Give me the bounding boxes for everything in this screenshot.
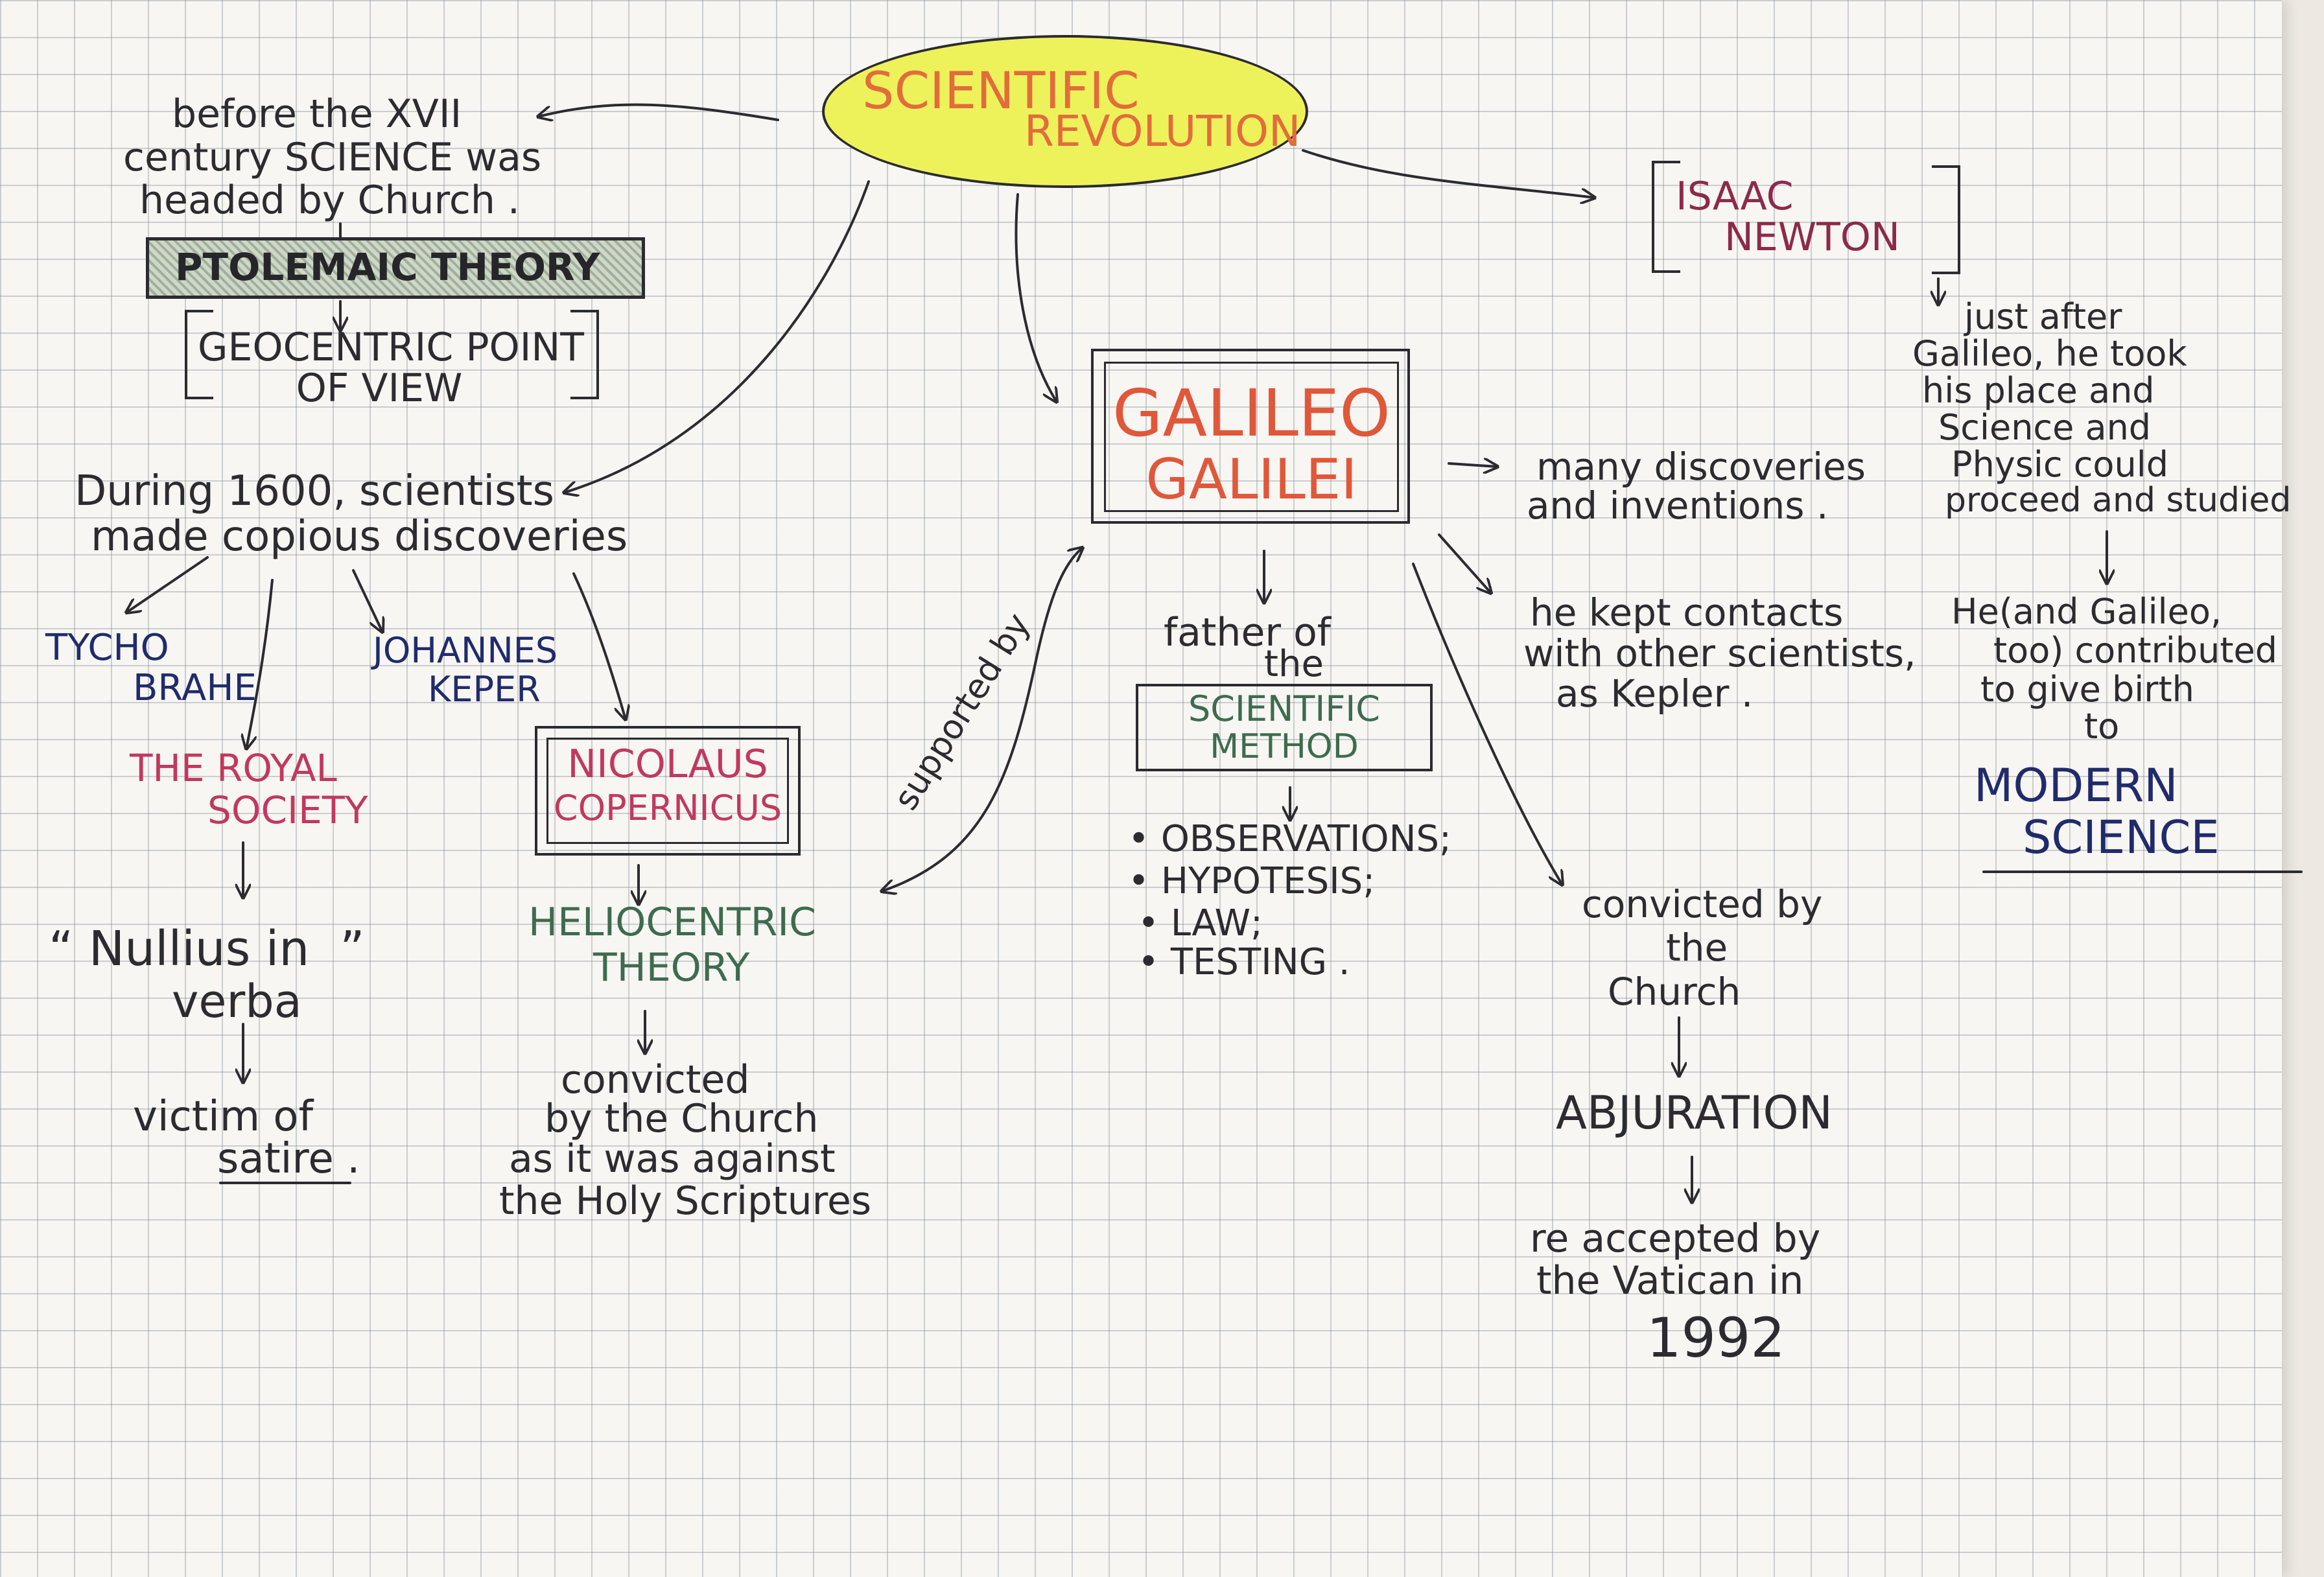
- kepler-line-1: JOHANNES: [373, 630, 558, 671]
- newton-text-line-2: Galileo, he took: [1912, 333, 2187, 374]
- title-line-1: SCIENTIFIC: [862, 62, 1140, 121]
- convicted-gal-line-1: convicted by: [1582, 882, 1823, 926]
- newton-text-line-3: his place and: [1922, 370, 2155, 411]
- copernicus-box-inner: [546, 738, 789, 844]
- modern-line-1: MODERN: [1974, 759, 2178, 812]
- contribution-line-1: He(and Galileo,: [1951, 591, 2222, 632]
- convicted-gal-line-3: Church: [1608, 970, 1741, 1014]
- kepler-line-2: KEPER: [428, 669, 541, 710]
- galileo-box-outer: [1091, 349, 1410, 524]
- title-bubble: [822, 35, 1308, 188]
- heliocentric-line-1: HELIOCENTRIC: [528, 900, 816, 945]
- newton-bracket-left: [1652, 161, 1680, 273]
- method-step-2: • HYPOTESIS;: [1128, 860, 1376, 902]
- newton-text-line-5: Physic could: [1951, 444, 2168, 485]
- convicted-cop-line-4: the Holy Scriptures: [499, 1178, 872, 1224]
- during-line-1: During 1600, scientists: [75, 467, 554, 515]
- geocentric-line-1: GEOCENTRIC POINT: [198, 325, 584, 370]
- contribution-line-4: to: [2084, 706, 2120, 747]
- convicted-cop-line-2: by the Church: [545, 1096, 819, 1141]
- newton-line-2: NEWTON: [1724, 215, 1900, 260]
- father-line-1: father of: [1164, 610, 1331, 655]
- copernicus-line-1: NICOLAUS: [567, 742, 768, 787]
- discoveries-line-2: and inventions .: [1527, 484, 1829, 528]
- contribution-line-3: to give birth: [1980, 669, 2194, 710]
- newton-text-line-4: Science and: [1938, 407, 2152, 448]
- reaccepted-year: 1992: [1647, 1306, 1785, 1370]
- convicted-cop-line-3: as it was against: [509, 1136, 836, 1182]
- geocentric-bracket-left: [185, 310, 213, 399]
- method-step-1-text: OBSERVATIONS;: [1160, 818, 1451, 860]
- galileo-line-2: GALILEI: [1145, 447, 1357, 512]
- reaccepted-line-2: the Vatican in: [1536, 1258, 1804, 1303]
- reaccepted-line-1: re accepted by: [1530, 1216, 1821, 1261]
- before-line-1: before the XVII: [172, 91, 462, 137]
- copernicus-line-2: COPERNICUS: [553, 788, 782, 828]
- geocentric-bracket-right: [570, 310, 599, 399]
- contacts-line-2: with other scientists,: [1523, 631, 1916, 675]
- method-step-3-text: LAW;: [1170, 902, 1263, 944]
- method-line-1: SCIENTIFIC: [1188, 688, 1381, 729]
- contacts-line-1: he kept contacts: [1530, 590, 1844, 635]
- during-line-2: made copious discoveries: [91, 513, 628, 561]
- discoveries-line-1: many discoveries: [1536, 445, 1866, 489]
- newton-text-line-1: just after: [1964, 296, 2122, 337]
- method-step-4-text: TESTING .: [1170, 941, 1350, 983]
- title-line-2: REVOLUTION: [1024, 106, 1301, 156]
- method-line-2: METHOD: [1210, 727, 1359, 766]
- victim-line-1: victim of: [133, 1093, 314, 1141]
- royal-society-line-2: SOCIETY: [207, 788, 368, 832]
- father-line-2: the: [1264, 643, 1324, 685]
- copernicus-box-outer: [535, 726, 801, 856]
- newton-line-1: ISAAC: [1676, 174, 1794, 219]
- galileo-line-1: GALILEO: [1112, 375, 1391, 451]
- tycho-line-2: BRAHE: [133, 667, 257, 709]
- galileo-box-inner: [1104, 362, 1399, 512]
- convicted-gal-line-2: the: [1666, 926, 1728, 970]
- method-box: [1136, 684, 1433, 771]
- abjuration-label: ABJURATION: [1556, 1086, 1833, 1139]
- method-step-3: • LAW;: [1138, 902, 1263, 944]
- nullius-line-2: verba: [172, 975, 302, 1028]
- contribution-line-2: too) contributed: [1993, 630, 2277, 671]
- before-line-2: century SCIENCE was: [123, 135, 542, 180]
- victim-line-2: satire .: [217, 1135, 360, 1183]
- newton-bracket-right: [1932, 165, 1960, 274]
- method-step-1: • OBSERVATIONS;: [1128, 818, 1451, 860]
- method-step-4: • TESTING .: [1138, 941, 1350, 983]
- heliocentric-line-2: THEORY: [593, 945, 750, 990]
- before-line-3: headed by Church .: [139, 178, 520, 223]
- geocentric-line-2: OF VIEW: [296, 366, 463, 411]
- ptolemaic-label: PTOLEMAIC THEORY: [175, 245, 600, 289]
- method-step-2-text: HYPOTESIS;: [1160, 860, 1376, 902]
- ptolemaic-box: [146, 237, 645, 299]
- convicted-cop-line-1: convicted: [561, 1057, 750, 1103]
- newton-text-line-6: proceed and studied: [1945, 481, 2292, 520]
- royal-society-line-1: THE ROYAL: [130, 746, 337, 790]
- modern-line-2: SCIENCE: [2023, 811, 2220, 864]
- tycho-line-1: TYCHO: [45, 627, 169, 669]
- contacts-line-3: as Kepler .: [1556, 672, 1754, 716]
- nullius-line-1: “ Nullius in ”: [49, 921, 365, 977]
